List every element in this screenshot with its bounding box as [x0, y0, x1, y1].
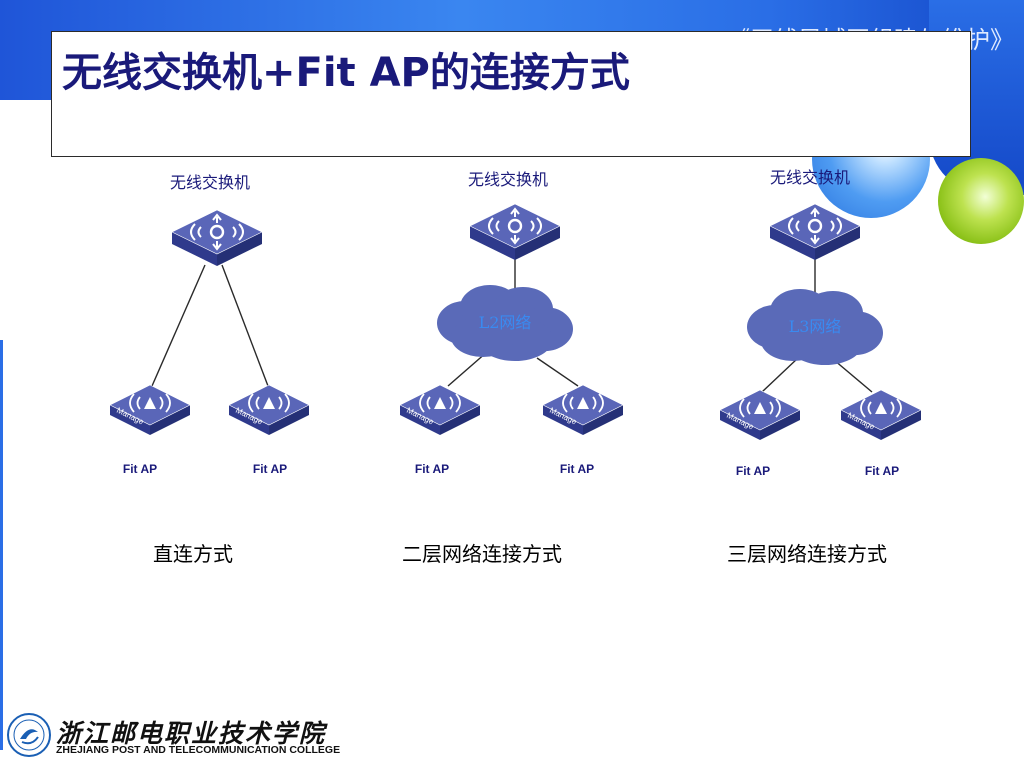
fit-ap-left-l3: Manage [719, 389, 801, 440]
college-emblem-icon [7, 713, 51, 757]
link-l2-1 [447, 351, 488, 387]
left-accent-strip [0, 340, 3, 750]
ap-label-right-direct: Fit AP [253, 462, 287, 476]
link-direct-1 [221, 264, 269, 387]
fit-ap-left-direct: Manage [109, 384, 191, 435]
switch-label-l3: 无线交换机 [770, 168, 850, 187]
wireless-switch-direct [171, 209, 263, 266]
link-l3-2 [833, 359, 873, 393]
link-direct-0 [151, 264, 206, 387]
switch-label-l2: 无线交换机 [468, 170, 548, 189]
network-label-l3: L3网络 [789, 317, 842, 336]
caption-l2: 二层网络连接方式 [402, 542, 562, 566]
link-l3-1 [761, 357, 799, 393]
network-label-l2: L2网络 [479, 313, 532, 332]
page-title: 无线交换机+Fit AP的连接方式 [62, 50, 630, 96]
fit-ap-right-l2: Manage [542, 384, 624, 435]
caption-direct: 直连方式 [153, 542, 233, 566]
college-name-english: ZHEJIANG POST AND TELECOMMUNICATION COLL… [56, 744, 341, 756]
ap-label-left-l3: Fit AP [736, 464, 770, 478]
wireless-switch-l2 [469, 203, 561, 260]
caption-l3: 三层网络连接方式 [727, 542, 887, 566]
ap-label-right-l2: Fit AP [560, 462, 594, 476]
fit-ap-left-l2: Manage [399, 384, 481, 435]
ap-label-left-l2: Fit AP [415, 462, 449, 476]
title-box: 无线交换机+Fit AP的连接方式 [51, 31, 971, 157]
fit-ap-right-direct: Manage [228, 384, 310, 435]
fit-ap-right-l3: Manage [840, 389, 922, 440]
network-cloud-l3 [747, 289, 883, 365]
link-l2-2 [536, 357, 579, 387]
ap-label-right-l3: Fit AP [865, 464, 899, 478]
wireless-switch-l3 [769, 203, 861, 260]
network-cloud-l2 [437, 285, 573, 361]
college-name-chinese: 浙江邮电职业技术学院 [56, 719, 327, 748]
switch-label-direct: 无线交换机 [170, 173, 250, 192]
ap-label-left-direct: Fit AP [123, 462, 157, 476]
green-sphere-decoration [938, 158, 1024, 244]
